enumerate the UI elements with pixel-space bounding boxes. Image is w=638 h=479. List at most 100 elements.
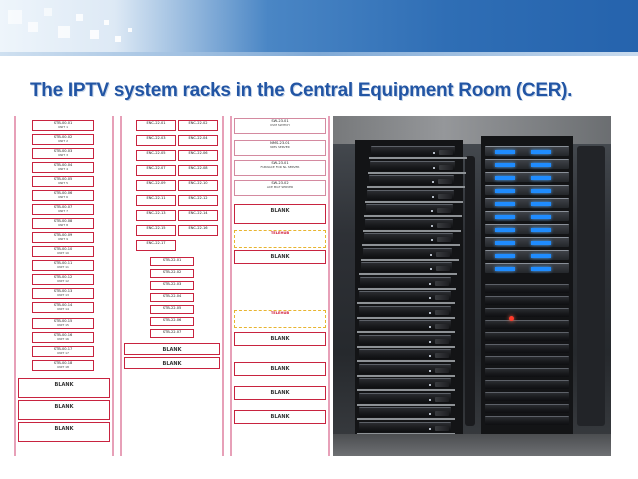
rack-shelf	[366, 186, 465, 188]
rack-shelf	[365, 200, 464, 203]
blank-panel: BLANK	[234, 362, 326, 376]
unit-label: UNIT 18	[57, 365, 69, 370]
stb-unit: STB-22.06	[150, 317, 194, 326]
unit-label: STB-00.16	[53, 333, 73, 337]
encoder-unit: ENC-22.01	[136, 120, 176, 131]
telehub-unit: TELEHUB	[234, 230, 326, 248]
unit-label: ENC-22.13	[146, 211, 166, 215]
set-top-box	[359, 407, 451, 417]
unit-label: STB-00.06	[53, 191, 73, 195]
encoder-unit: ENC-22.11	[136, 195, 176, 206]
unit-label: UNIT 8	[57, 223, 69, 228]
unit-label: ENC-22.07	[146, 166, 166, 170]
rack-shelf	[367, 171, 466, 174]
unit-label: STB-22.07	[162, 330, 182, 334]
rack-shelf	[357, 316, 455, 319]
set-top-box	[371, 146, 455, 156]
unit-label: STB-00.11	[53, 261, 73, 265]
unit-label: ENC-22.02	[188, 121, 208, 125]
rack-device	[485, 356, 569, 365]
rack-device	[485, 284, 569, 293]
set-top-box	[359, 363, 451, 374]
unit-label: ENC-22.10	[188, 181, 208, 185]
encoder-unit: ENC-22.14	[178, 210, 218, 221]
unit-label: ACE MGT SERVER	[266, 185, 294, 190]
unit-label: STB-00.08	[53, 219, 73, 223]
rack-shelf	[357, 302, 455, 304]
rack-device	[485, 404, 569, 413]
rack-shelf	[358, 287, 457, 290]
rack-shelf	[357, 360, 455, 362]
unit-label: STB-22.04	[162, 294, 182, 298]
unit-label: UNIT 9	[57, 237, 69, 242]
unit-label: FURNACE FOR NL SERVER	[260, 165, 300, 170]
set-top-box	[359, 349, 451, 359]
encoder-device	[485, 146, 569, 156]
header-band	[0, 0, 638, 52]
unit-label: TELEHUB	[270, 311, 290, 315]
unit-label: UNIT 15	[57, 323, 69, 328]
unit-label: SW-23.01	[271, 119, 289, 123]
encoder-unit: ENC-22.02	[178, 120, 218, 131]
encoder-unit: ENC-22.03	[136, 135, 176, 146]
blank-panel: BLANK	[234, 386, 326, 400]
unit-label: UNIT 3	[57, 153, 69, 158]
unit-label: ENC-22.16	[188, 226, 208, 230]
encoder-unit: ENC-22.04	[178, 135, 218, 146]
unit-label: UNIT 11	[57, 265, 69, 270]
stb-unit: STB-22.05	[150, 305, 194, 314]
set-top-box	[359, 291, 451, 301]
set-top-box	[369, 160, 455, 171]
unit-label: STB-00.01	[53, 121, 73, 125]
set-top-box	[360, 276, 452, 287]
unit-label: BLANK	[270, 414, 290, 420]
encoder-unit: ENC-22.05	[136, 150, 176, 161]
rack-shelf	[359, 273, 458, 275]
unit-label: UNIT 14	[57, 307, 69, 312]
encoder-unit: ENC-22.07	[136, 165, 176, 176]
encoder-unit: ENC-22.06	[178, 150, 218, 161]
blank-panel: BLANK	[18, 400, 110, 420]
unit-label: ENC-22.03	[146, 136, 166, 140]
encoder-device	[485, 185, 569, 195]
rack-shelf	[357, 403, 455, 406]
unit-label: ENC-22.05	[146, 151, 166, 155]
blank-panel: BLANK	[234, 410, 326, 424]
unit-label: STB-00.02	[53, 135, 73, 139]
unit-label: STB-22.02	[162, 270, 182, 274]
unit-label: BLANK	[162, 347, 182, 353]
stb-unit: STB-22.07	[150, 329, 194, 338]
encoder-device	[485, 172, 569, 182]
unit-label: ENC-22.09	[146, 181, 166, 185]
set-top-box	[368, 175, 455, 185]
unit-label: STB-22.03	[162, 282, 182, 286]
slide-title: The IPTV system racks in the Central Equ…	[30, 80, 573, 101]
set-top-box	[359, 305, 451, 316]
rack-device	[485, 392, 569, 401]
unit-label: STB-22.06	[162, 318, 182, 322]
unit-label: STB-00.04	[53, 163, 73, 167]
encoder-unit: ENC-22.17	[136, 240, 176, 251]
unit-label: STB-00.07	[53, 205, 73, 209]
set-top-box	[363, 233, 453, 243]
unit-label: STB-00.17	[53, 347, 73, 351]
rack-device	[485, 320, 569, 329]
unit-label: STB-00.03	[53, 149, 73, 153]
rack-device	[485, 368, 569, 377]
blank-panel: BLANK	[234, 250, 326, 264]
unit-label: UNIT 4	[57, 167, 69, 172]
unit-label: UNIT 2	[57, 139, 69, 144]
